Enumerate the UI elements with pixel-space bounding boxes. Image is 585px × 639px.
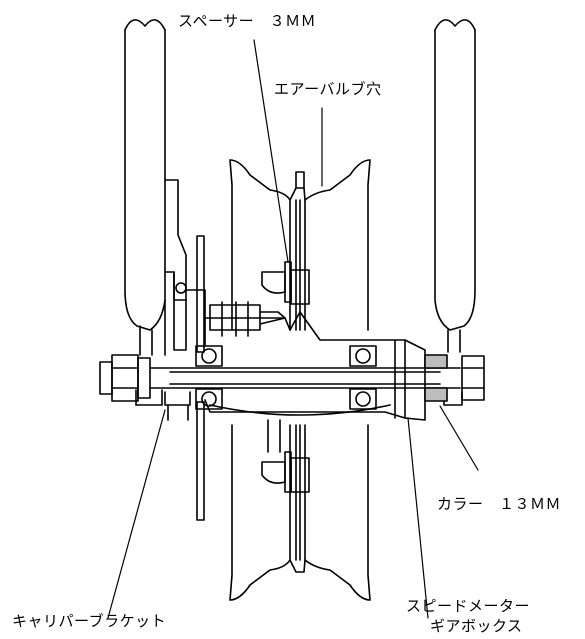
label-speedometer-gearbox-line2: ギアボックス	[430, 617, 523, 635]
right-fork-leg	[434, 19, 476, 406]
leader-collar	[439, 405, 479, 471]
axle	[149, 367, 461, 389]
label-collar-13mm: カラー １３ＭＭ	[437, 495, 562, 513]
spacer-bolt-lower	[261, 419, 310, 493]
leader-lines	[107, 39, 479, 619]
axle-bolt-right	[461, 355, 485, 401]
left-fork-leg	[124, 19, 166, 406]
bearings	[195, 345, 377, 410]
axle-nut-left	[99, 354, 151, 402]
leader-spacer	[253, 39, 289, 263]
wheel-rim	[229, 159, 371, 601]
collar-13mm	[424, 354, 448, 402]
leader-caliper-bracket	[107, 409, 166, 619]
label-spacer-3mm: スペーサー ３ＭＭ	[178, 12, 317, 30]
brake-disc	[196, 235, 205, 521]
caliper-bracket	[164, 179, 206, 421]
label-air-valve-hole: エアーバルブ穴	[274, 80, 382, 98]
label-caliper-bracket: キャリパーブラケット	[12, 612, 167, 630]
leader-speedometer-gearbox	[407, 417, 429, 619]
wheel-hub	[204, 301, 426, 421]
spacer-bolt-upper	[261, 261, 310, 305]
label-speedometer-gearbox-line1: スピードメーター	[406, 597, 531, 615]
